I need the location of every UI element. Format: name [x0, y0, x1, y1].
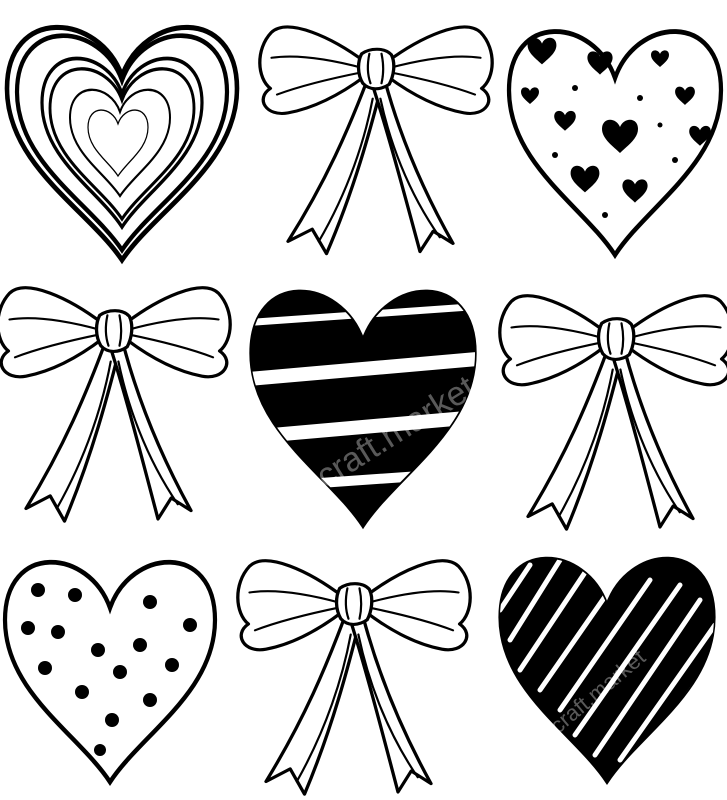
bow-bottom-center [236, 559, 472, 796]
polka-dot-heart [5, 562, 215, 782]
bow-middle-right [498, 294, 727, 531]
bow-middle-left [0, 286, 232, 523]
concentric-heart [7, 27, 237, 260]
bow-top-center [258, 25, 494, 256]
hearts-pattern-heart [509, 32, 721, 255]
